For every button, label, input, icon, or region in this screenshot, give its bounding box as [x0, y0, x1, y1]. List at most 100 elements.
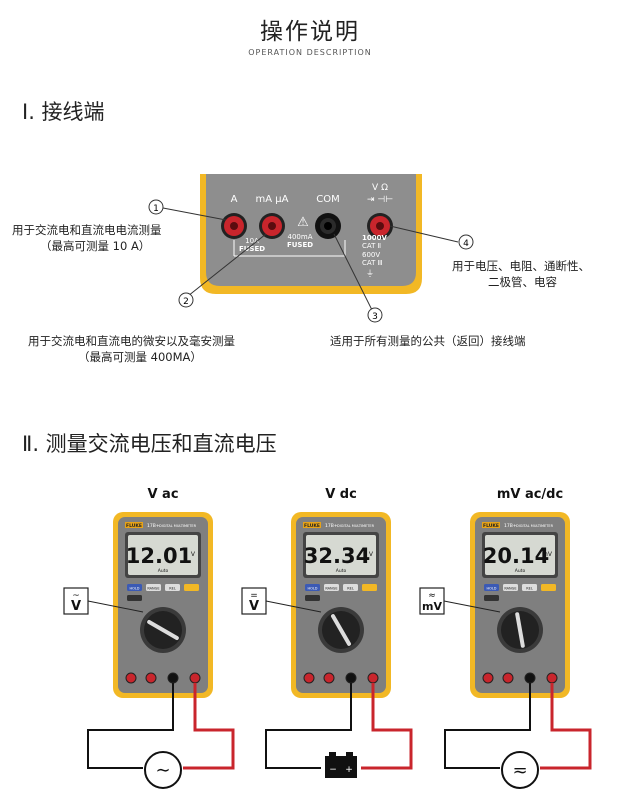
label-400ma: 400mA — [288, 233, 313, 241]
lcd-mode: Auto — [158, 568, 169, 574]
meter-brand-badge — [482, 522, 500, 528]
meter-button — [165, 584, 180, 591]
section-1-heading: Ⅰ. 接线端 — [22, 100, 105, 124]
meter-button — [503, 584, 518, 591]
meter-terminal — [303, 672, 315, 684]
lcd-screen — [485, 535, 555, 575]
meter-terminal — [524, 672, 536, 684]
meter-terminal — [323, 672, 335, 684]
mode-symbol-box — [241, 587, 267, 615]
lcd-unit: mV — [542, 551, 553, 558]
meter-brand-badge — [125, 522, 143, 528]
black-test-lead — [444, 683, 531, 769]
meter-terminal — [502, 672, 514, 684]
meter-button — [522, 584, 537, 591]
meter-sub: DIGITAL MULTIMETER — [516, 524, 554, 528]
svg-text:4: 4 — [463, 239, 469, 249]
black-test-lead — [265, 683, 352, 769]
symbol-leader — [87, 600, 144, 613]
battery-terminal — [329, 752, 336, 756]
label-1000v: 1000V — [362, 234, 387, 242]
label-fused-ma: FUSED — [287, 241, 313, 249]
meter-button — [305, 584, 320, 591]
red-test-lead — [540, 683, 592, 770]
meter-button-label: HOLD — [307, 587, 317, 591]
svg-text:2: 2 — [183, 297, 189, 307]
meter-terminal — [125, 672, 137, 684]
lcd-mode: Auto — [515, 568, 526, 574]
meter-sub: DIGITAL MULTIMETER — [159, 524, 197, 528]
section-2-heading: Ⅱ. 测量交流电压和直流电压 — [22, 432, 277, 456]
callout-1 — [148, 199, 164, 215]
mode-symbol: mV — [422, 600, 442, 613]
meter-name-vac: V ac — [147, 487, 179, 502]
lcd-unit: V — [191, 551, 196, 558]
meter-terminal — [167, 672, 179, 684]
dial-pointer — [331, 614, 351, 646]
meter-button — [324, 584, 339, 591]
meter-button — [484, 584, 499, 591]
ground-icon: ⏚ — [366, 269, 374, 278]
meter-button-label: HOLD — [486, 587, 496, 591]
label-600v: 600V — [362, 251, 380, 259]
meter-model: 17B+ — [504, 523, 517, 529]
source-wave-icon: ≂ — [512, 760, 527, 781]
lcd-reading: 12.01 — [126, 544, 192, 568]
mode-symbol: V — [71, 599, 81, 614]
meter-brand: FLUKE — [483, 523, 499, 529]
label-ma-ua: mA μA — [256, 194, 289, 205]
meter-button — [184, 584, 199, 591]
lcd-mode: Auto — [336, 568, 347, 574]
desc-terminal-1: 用于交流电和直流电电流测量 （最高可测量 10 A） — [12, 223, 162, 253]
mode-symbol-box — [63, 587, 89, 615]
desc-terminal-2: 用于交流电和直流电的微安以及毫安测量 （最高可测量 400MA） — [28, 334, 235, 364]
meter-terminal — [482, 672, 494, 684]
label-cat3: CAT Ⅲ — [362, 259, 383, 267]
label-v-ohm: V Ω — [372, 183, 388, 193]
page-subtitle: OPERATION DESCRIPTION — [248, 48, 372, 57]
symbol-leader — [265, 600, 322, 613]
meter-button — [343, 584, 358, 591]
acdc-source-icon — [501, 751, 539, 789]
meter-button-label: RANGE — [325, 587, 337, 591]
meter-terminal — [367, 672, 379, 684]
meter-terminal — [345, 672, 357, 684]
label-10a: 10A — [245, 237, 259, 245]
callout-2 — [178, 292, 194, 308]
dial-pointer — [515, 612, 525, 648]
meter-brand: FLUKE — [304, 523, 320, 529]
red-test-lead — [183, 683, 235, 770]
meter-button — [484, 595, 499, 601]
meter-button — [541, 584, 556, 591]
meter-button-label: REL — [347, 587, 354, 591]
meter-button-label: HOLD — [129, 587, 139, 591]
meter-brand-badge — [303, 522, 321, 528]
label-a: A — [231, 194, 238, 205]
diode-cap-icon: ⇥ ⊣⊢ — [367, 195, 393, 205]
mode-symbol-mark: = — [250, 591, 258, 601]
source-wave-icon: ∼ — [155, 760, 170, 781]
meter-button — [305, 595, 320, 601]
meter-button-label: REL — [526, 587, 533, 591]
meter-name-vdc: V dc — [325, 487, 357, 502]
ac-source-icon — [144, 751, 182, 789]
meter-terminal — [189, 672, 201, 684]
meter-terminal — [145, 672, 157, 684]
desc-terminal-4: 用于电压、电阻、通断性、 二极管、电容 — [452, 259, 590, 289]
meter-button — [127, 595, 142, 601]
mode-symbol: V — [249, 599, 259, 614]
page-title: 操作说明 — [260, 19, 360, 45]
battery-terminal — [346, 752, 353, 756]
meter-sub: DIGITAL MULTIMETER — [337, 524, 375, 528]
battery-icon — [325, 756, 357, 778]
symbol-leader — [443, 600, 501, 613]
red-test-lead — [361, 683, 413, 770]
meter-name-mv: mV ac/dc — [496, 487, 564, 502]
meter-button-label: RANGE — [147, 587, 159, 591]
meter-terminal — [546, 672, 558, 684]
meter-model: 17B+ — [325, 523, 338, 529]
